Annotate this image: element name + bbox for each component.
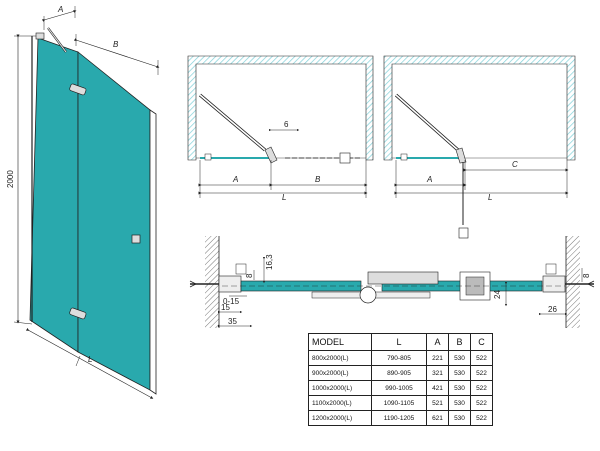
door-handle — [131, 234, 141, 244]
model-dimension-table: MODEL L A B C 800x2000(L) 790-805 221 53… — [308, 333, 493, 426]
hinge-bottom — [69, 307, 87, 320]
table-cell: 221 — [426, 350, 449, 366]
table-cell: 521 — [426, 395, 449, 411]
plan-view-open: 6 A B L — [187, 55, 374, 202]
dim-label-26: 26 — [548, 305, 557, 314]
table-row: 1000x2000(L) 990-1005 421 530 522 — [308, 380, 493, 396]
dim-label-B-plan1: B — [315, 175, 321, 184]
dim-label-15: 15 — [221, 303, 230, 312]
table-header-row: MODEL L A B C — [308, 333, 493, 351]
dim-label-A-plan1: A — [232, 175, 238, 184]
table-cell: 421 — [426, 380, 449, 396]
dim-label-L-plan1: L — [282, 193, 286, 202]
table-cell: 900x2000(L) — [308, 365, 372, 381]
dim-label-16-3: 16,3 — [265, 254, 274, 270]
dim-label-6: 6 — [284, 120, 289, 129]
dim-label-height: 2000 — [6, 170, 15, 188]
table-cell: 790-805 — [371, 350, 427, 366]
plan-view-closed: A C L — [383, 55, 576, 239]
table-row: 800x2000(L) 790-805 221 530 522 — [308, 350, 493, 366]
table-cell: 530 — [448, 395, 471, 411]
table-cell: 1100x2000(L) — [308, 395, 372, 411]
table-header: L — [371, 333, 427, 351]
dim-label-L-plan2: L — [488, 193, 492, 202]
table-cell: 1190-1205 — [371, 410, 427, 426]
dim-label-8-right: 8 — [582, 273, 591, 278]
table-header: B — [448, 333, 471, 351]
table-row: 1200x2000(L) 1190-1205 621 530 522 — [308, 410, 493, 426]
detail-section-view: 16,3 8 0-15 15 35 24 8 26 — [189, 236, 595, 328]
table-header: MODEL — [308, 333, 372, 351]
table-header: C — [470, 333, 493, 351]
dim-label-A-top: A — [57, 5, 63, 14]
table-cell: 522 — [470, 395, 493, 411]
hinge-top — [69, 83, 87, 96]
dim-label-8-left: 8 — [245, 273, 254, 278]
table-cell: 890-905 — [371, 365, 427, 381]
door-glass-panel — [77, 51, 151, 391]
table-row: 1100x2000(L) 1090-1105 521 530 522 — [308, 395, 493, 411]
dim-label-0-15: 0-15 — [223, 297, 240, 306]
dim-label-C-plan2: C — [512, 160, 518, 169]
table-cell: 800x2000(L) — [308, 350, 372, 366]
table-cell: 530 — [448, 410, 471, 426]
table-cell: 530 — [448, 365, 471, 381]
table-cell: 522 — [470, 365, 493, 381]
table-header: A — [426, 333, 449, 351]
table-cell: 522 — [470, 410, 493, 426]
table-cell: 1200x2000(L) — [308, 410, 372, 426]
table-cell: 1090-1105 — [371, 395, 427, 411]
table-row: 900x2000(L) 890-905 321 530 522 — [308, 365, 493, 381]
table-cell: 321 — [426, 365, 449, 381]
dim-label-L-perspective: L — [88, 355, 92, 364]
dim-label-24: 24 — [493, 290, 502, 299]
table-cell: 530 — [448, 350, 471, 366]
door-perspective-view: A B 2000 L — [6, 5, 160, 399]
dim-label-B-top: B — [113, 40, 119, 49]
table-cell: 530 — [448, 380, 471, 396]
table-cell: 1000x2000(L) — [308, 380, 372, 396]
table-cell: 522 — [470, 350, 493, 366]
table-cell: 621 — [426, 410, 449, 426]
dim-label-A-plan2: A — [426, 175, 432, 184]
dim-label-35: 35 — [228, 317, 237, 326]
wall-profile — [149, 109, 157, 395]
table-cell: 522 — [470, 380, 493, 396]
table-cell: 990-1005 — [371, 380, 427, 396]
